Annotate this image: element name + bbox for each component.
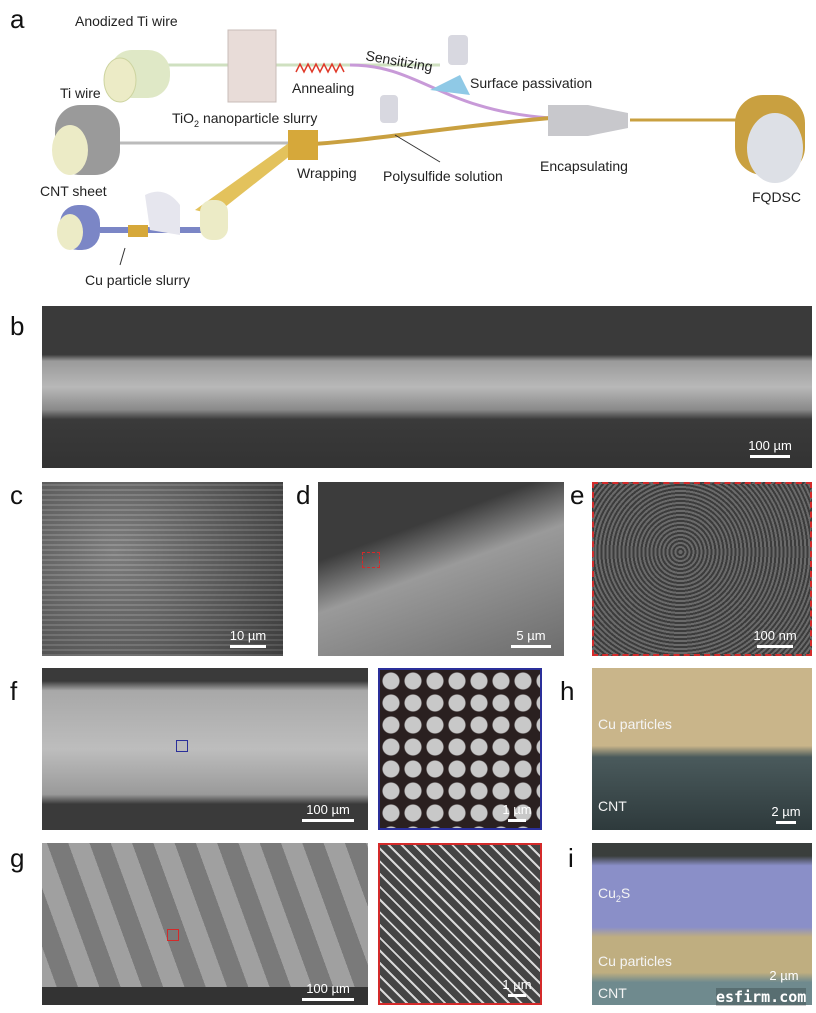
sem-image-d: 5 µm <box>318 482 564 656</box>
scale-bar-i: 2 µm <box>769 968 799 983</box>
label-i-cu-particles: Cu particles <box>598 953 672 969</box>
label-anodized-ti-wire: Anodized Ti wire <box>75 13 178 29</box>
scale-bar-g-inset: 1 µm <box>502 977 532 997</box>
fabrication-schematic: Anodized Ti wire Ti wire CNT sheet Cu pa… <box>40 13 805 288</box>
label-surface-passivation: Surface passivation <box>470 75 592 91</box>
scale-bar-h: 2 µm <box>768 804 804 824</box>
zoom-box-f <box>176 740 188 752</box>
panel-label-d: d <box>296 480 311 510</box>
label-cnt-sheet: CNT sheet <box>40 183 107 199</box>
sem-image-i: Cu2S Cu particles CNT 2 µm <box>592 843 812 1005</box>
label-i-cnt: CNT <box>598 985 627 1001</box>
sem-image-e: 100 nm <box>592 482 812 656</box>
label-encapsulating: Encapsulating <box>540 158 628 174</box>
scale-bar-f-inset: 1 µm <box>502 802 532 822</box>
label-wrapping: Wrapping <box>297 165 357 181</box>
scale-bar-f: 100 µm <box>298 802 358 822</box>
panel-label-f: f <box>10 676 18 706</box>
sem-image-g: 100 µm <box>42 843 368 1005</box>
sem-inset-g: 1 µm <box>378 843 542 1005</box>
label-ti-wire: Ti wire <box>60 85 101 101</box>
sem-image-b: 100 µm <box>42 306 812 468</box>
label-h-cu-particles: Cu particles <box>598 716 672 732</box>
label-tio2-slurry: TiO2 nanoparticle slurry <box>172 110 317 129</box>
sem-image-f: 100 µm <box>42 668 368 830</box>
sem-image-c: 10 µm <box>42 482 283 656</box>
zoom-box-d <box>362 552 380 568</box>
scale-bar-e: 100 nm <box>750 628 800 648</box>
sem-image-h: Cu particles CNT 2 µm <box>592 668 812 830</box>
panel-label-a: a <box>10 4 25 34</box>
label-polysulfide: Polysulfide solution <box>383 168 503 184</box>
scale-bar-b: 100 µm <box>740 438 800 458</box>
label-sensitizing: Sensitizing <box>364 47 433 75</box>
panel-label-g: g <box>10 843 25 873</box>
scale-bar-d: 5 µm <box>508 628 554 648</box>
panel-label-c: c <box>10 480 23 510</box>
label-fqdsc: FQDSC <box>752 189 801 205</box>
scale-bar-g: 100 µm <box>298 981 358 1001</box>
label-annealing: Annealing <box>292 80 354 96</box>
label-h-cnt: CNT <box>598 798 627 814</box>
slurry-box <box>227 29 277 103</box>
sem-inset-f: 1 µm <box>378 668 542 830</box>
panel-label-e: e <box>570 480 585 510</box>
label-i-cu2s: Cu2S <box>598 885 631 904</box>
zoom-box-g <box>167 929 179 941</box>
watermark: esfirm.com <box>716 988 807 1006</box>
panel-label-b: b <box>10 311 25 341</box>
label-cu-slurry: Cu particle slurry <box>85 272 190 288</box>
panel-label-h: h <box>560 676 575 706</box>
panel-label-i: i <box>568 843 574 873</box>
scale-bar-c: 10 µm <box>223 628 273 648</box>
